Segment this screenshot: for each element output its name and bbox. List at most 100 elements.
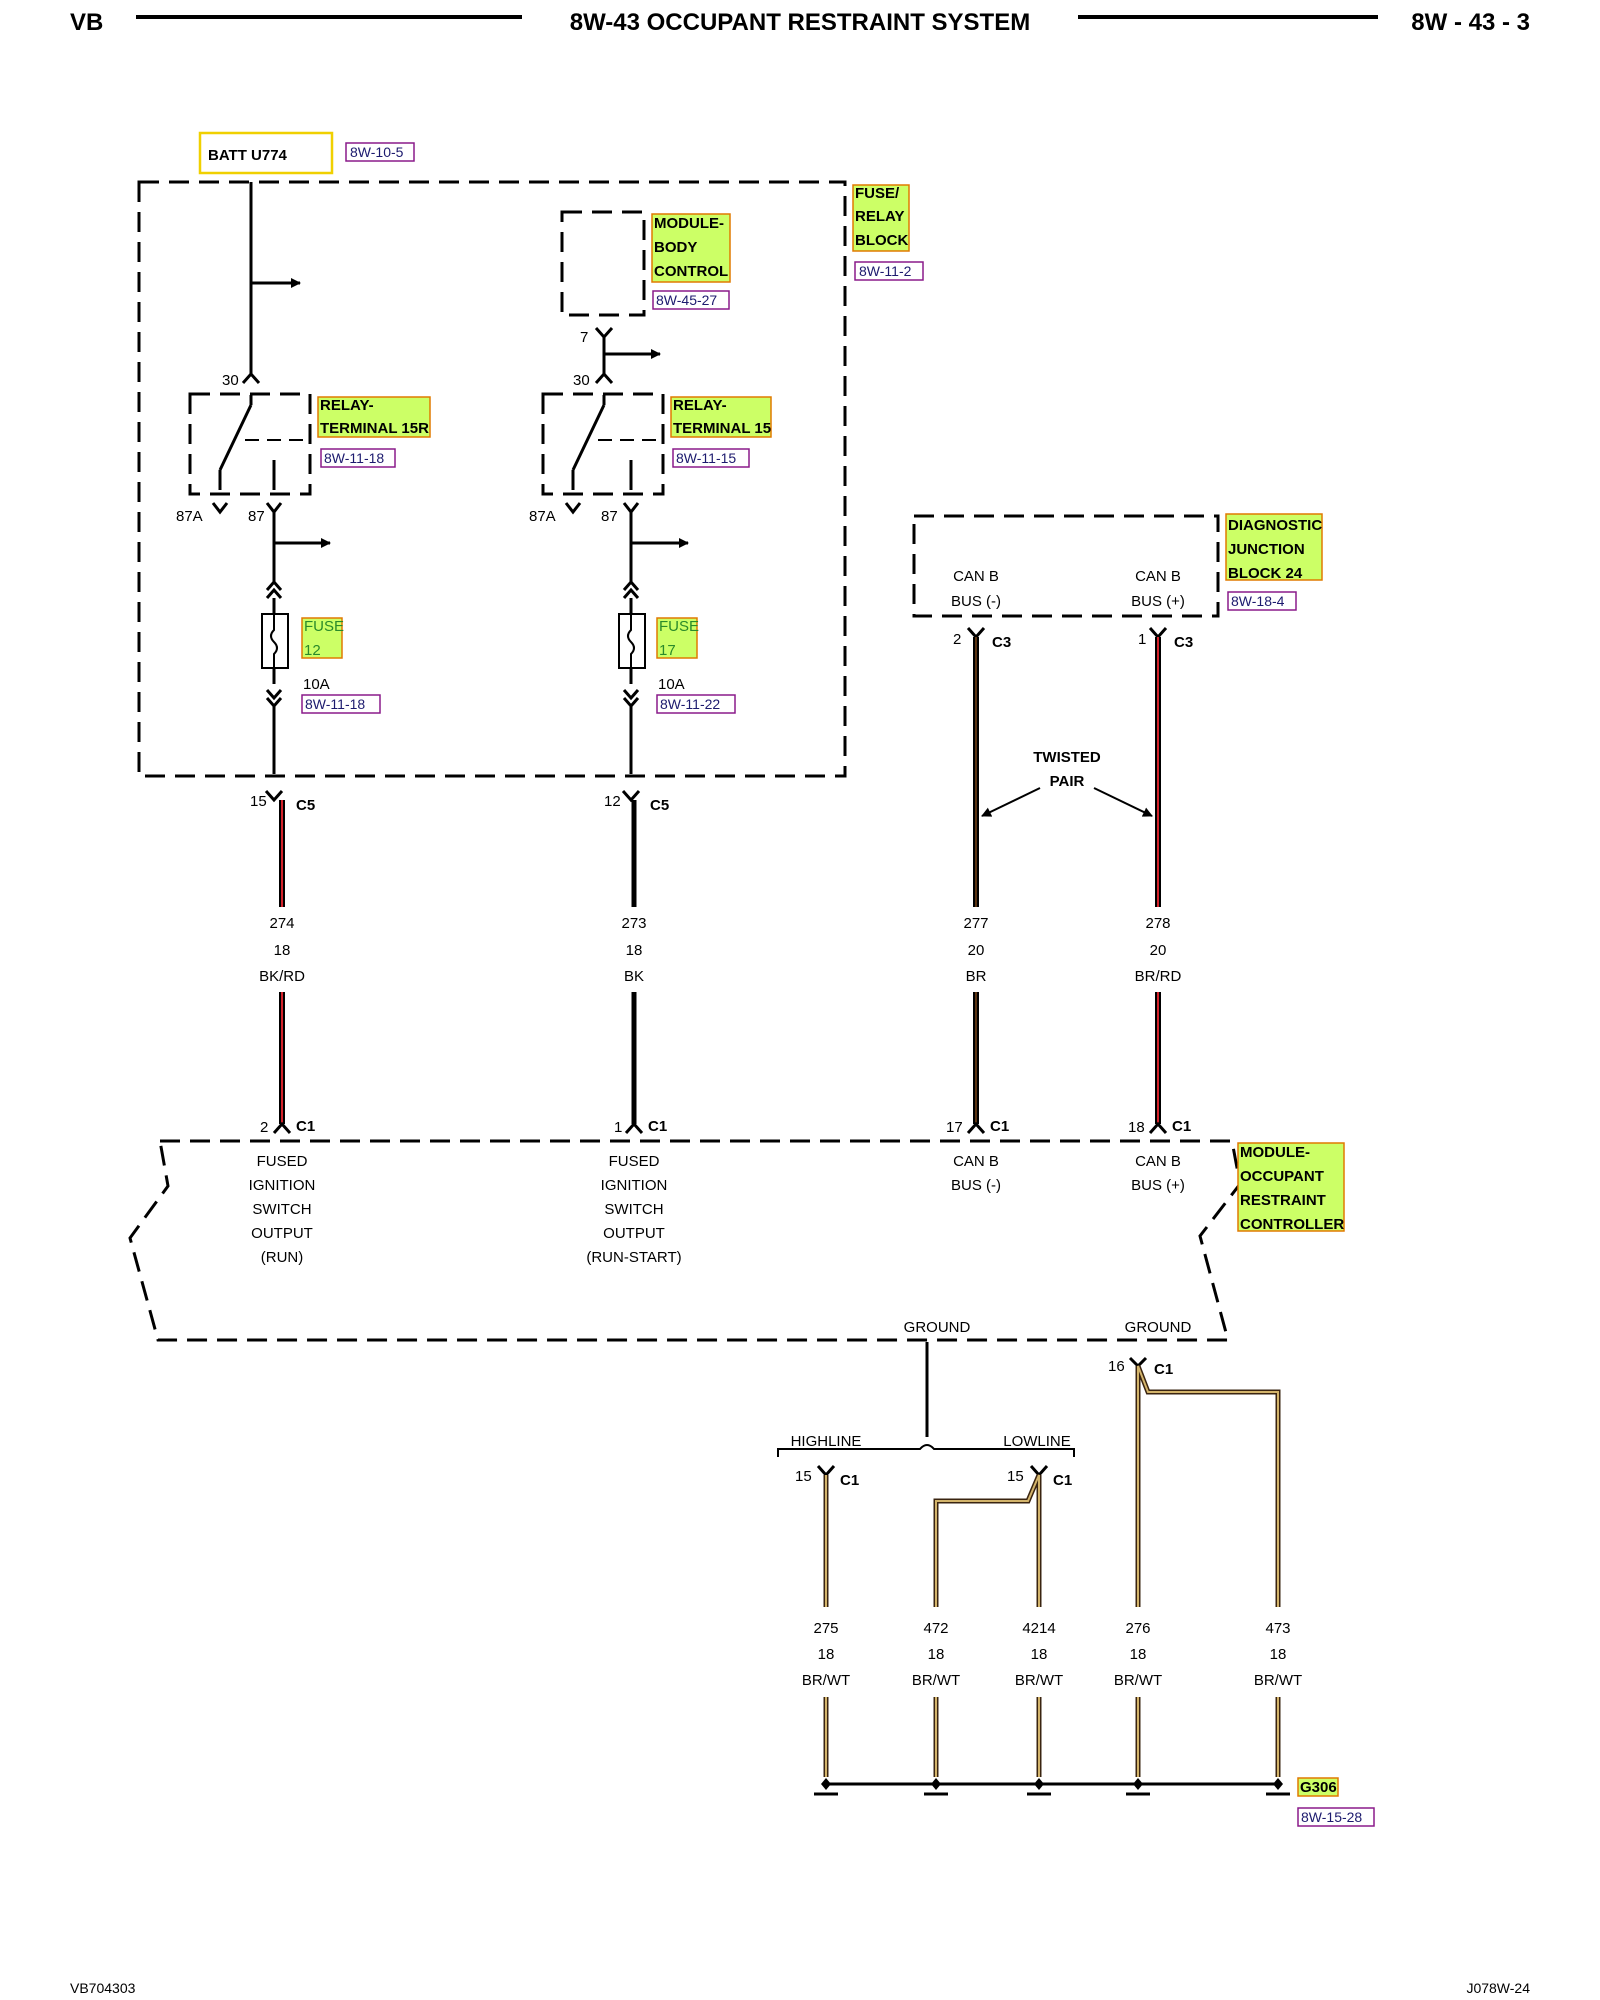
relay-15-tag <box>670 396 772 438</box>
gnd-wire-472-num: 472 <box>923 1620 948 1637</box>
gnd-wire-473-color: BR/WT <box>1254 1672 1302 1689</box>
relay-15-pin87: 87 <box>601 508 618 525</box>
batt-box <box>198 131 334 175</box>
c3-pin-pos: 1 <box>1138 631 1146 648</box>
orc-tag <box>1237 1142 1345 1232</box>
gnd-wire-472-color: BR/WT <box>912 1672 960 1689</box>
diag-block-ref[interactable]: 8W-18-4 <box>1231 593 1285 609</box>
batt-ref-box[interactable] <box>345 142 415 162</box>
diag-can-neg-2: BUS (-) <box>951 593 1001 610</box>
body-control-ref-box[interactable] <box>652 290 730 310</box>
diag-block-line2: JUNCTION <box>1228 541 1305 558</box>
gnd-wire-4214-num: 4214 <box>1022 1620 1055 1637</box>
relay-15r-line2: TERMINAL 15R <box>320 420 429 437</box>
orc-can-pos: CAN B BUS (+) <box>1131 1153 1185 1194</box>
wire-273-color: BK <box>624 968 644 985</box>
svg-text:BUS (+): BUS (+) <box>1131 1177 1185 1194</box>
relay-15-ref-box[interactable] <box>672 448 750 468</box>
svg-text:SWITCH: SWITCH <box>604 1201 663 1218</box>
diag-block-line1: DIAGNOSTIC <box>1228 517 1322 534</box>
relay-15-ref[interactable]: 8W-11-15 <box>676 450 736 466</box>
wire-277-color: BR <box>966 968 987 985</box>
fuse-12-ref[interactable]: 8W-11-18 <box>305 696 365 712</box>
twisted-pair-line2: PAIR <box>1050 773 1085 790</box>
fuse-12-line2: 12 <box>304 642 321 659</box>
orc-module-outline <box>128 1139 1242 1342</box>
orc-input-run: FUSED IGNITION SWITCH OUTPUT (RUN) <box>249 1153 316 1266</box>
fuse-relay-block-ref-box[interactable] <box>854 261 924 281</box>
relay-15r-ref[interactable]: 8W-11-18 <box>324 450 384 466</box>
highline-conn: C1 <box>840 1472 859 1489</box>
fuse-relay-block-ref[interactable]: 8W-11-2 <box>859 263 912 279</box>
orc-pin-label-18: 18 <box>1128 1119 1145 1136</box>
highline-c1-connector <box>816 1465 836 1478</box>
svg-text:SWITCH: SWITCH <box>252 1201 311 1218</box>
fuse-17-ref-box[interactable] <box>656 694 736 714</box>
wire-278-color: BR/RD <box>1135 968 1182 985</box>
c3-conn-neg: C3 <box>992 634 1011 651</box>
orc-pin-16-conn: C1 <box>1154 1361 1173 1378</box>
c3-connector-neg <box>966 627 986 640</box>
fuse-17-line1: FUSE <box>659 618 699 635</box>
header-title: 8W-43 OCCUPANT RESTRAINT SYSTEM <box>570 9 1030 36</box>
relay-15r-pin87a: 87A <box>176 508 203 525</box>
svg-text:IGNITION: IGNITION <box>601 1177 668 1194</box>
svg-text:(RUN-START): (RUN-START) <box>586 1249 681 1266</box>
lowline-pin: 15 <box>1007 1468 1024 1485</box>
body-control-tag <box>651 213 731 283</box>
wire-277-num: 277 <box>963 915 988 932</box>
relay-15r-tag <box>317 396 431 438</box>
g306-ref[interactable]: 8W-15-28 <box>1301 1809 1362 1825</box>
relay-15r-ref-box[interactable] <box>320 448 396 468</box>
highline-label: HIGHLINE <box>791 1433 862 1450</box>
body-control-pin: 7 <box>580 329 588 346</box>
body-control-ref[interactable]: 8W-45-27 <box>656 292 717 308</box>
orc-c1-pin-16 <box>1128 1356 1148 1369</box>
body-control-line1: MODULE- <box>654 215 724 232</box>
gnd-wire-473-num: 473 <box>1265 1620 1290 1637</box>
branch-relay-15 <box>541 327 689 774</box>
lowline-conn: C1 <box>1053 1472 1072 1489</box>
diag-block-line3: BLOCK 24 <box>1228 565 1303 582</box>
fuse-17-tag <box>656 617 698 659</box>
fuse-17-ref[interactable]: 8W-11-22 <box>660 696 720 712</box>
relay-15-line2: TERMINAL 15 <box>673 420 771 437</box>
twisted-pair-arrow-right <box>1093 787 1153 817</box>
orc-ground-1: GROUND <box>904 1319 971 1336</box>
orc-conn-label-d: C1 <box>1172 1118 1191 1135</box>
diag-block-tag <box>1225 513 1323 581</box>
orc-conn-label-b: C1 <box>648 1118 667 1135</box>
orc-pin-label-17: 17 <box>946 1119 963 1136</box>
c5-connector-b <box>621 790 641 803</box>
header-left: VB <box>70 9 103 36</box>
wire-273-gauge: 18 <box>626 942 643 959</box>
branch-relay-15r: 30 87A 87 <box>176 182 331 774</box>
relay-15r-line1: RELAY- <box>320 397 374 414</box>
gnd-wire-472-gauge: 18 <box>928 1646 945 1663</box>
svg-text:FUSED: FUSED <box>609 1153 660 1170</box>
g306-label: G306 <box>1300 1779 1337 1796</box>
twisted-pair-arrow-left <box>981 787 1041 817</box>
wire-274-color: BK/RD <box>259 968 305 985</box>
c5-pin-b: 12 <box>604 793 621 810</box>
body-control-line2: BODY <box>654 239 697 256</box>
g306-tag <box>1297 1777 1339 1797</box>
svg-text:OUTPUT: OUTPUT <box>603 1225 665 1242</box>
diag-block-ref-box[interactable] <box>1227 591 1297 611</box>
body-control-outline <box>560 210 646 317</box>
wire-278-num: 278 <box>1145 915 1170 932</box>
fuse-relay-block-line3: BLOCK <box>855 232 908 249</box>
orc-line2: OCCUPANT <box>1240 1168 1324 1185</box>
orc-pin-label-2: 2 <box>260 1119 268 1136</box>
svg-text:OUTPUT: OUTPUT <box>251 1225 313 1242</box>
batt-label: BATT U774 <box>208 147 288 164</box>
orc-c1-pin-2 <box>272 1121 292 1134</box>
header-page-number: 8W - 43 - 3 <box>1411 9 1530 36</box>
batt-ref[interactable]: 8W-10-5 <box>350 144 404 160</box>
lowline-label: LOWLINE <box>1003 1433 1071 1450</box>
fuse-relay-block-outline <box>137 180 847 778</box>
fuse-12-ref-box[interactable] <box>301 694 381 714</box>
g306-ref-box[interactable] <box>1297 1807 1375 1827</box>
fuse-relay-block-line2: RELAY <box>855 208 904 225</box>
